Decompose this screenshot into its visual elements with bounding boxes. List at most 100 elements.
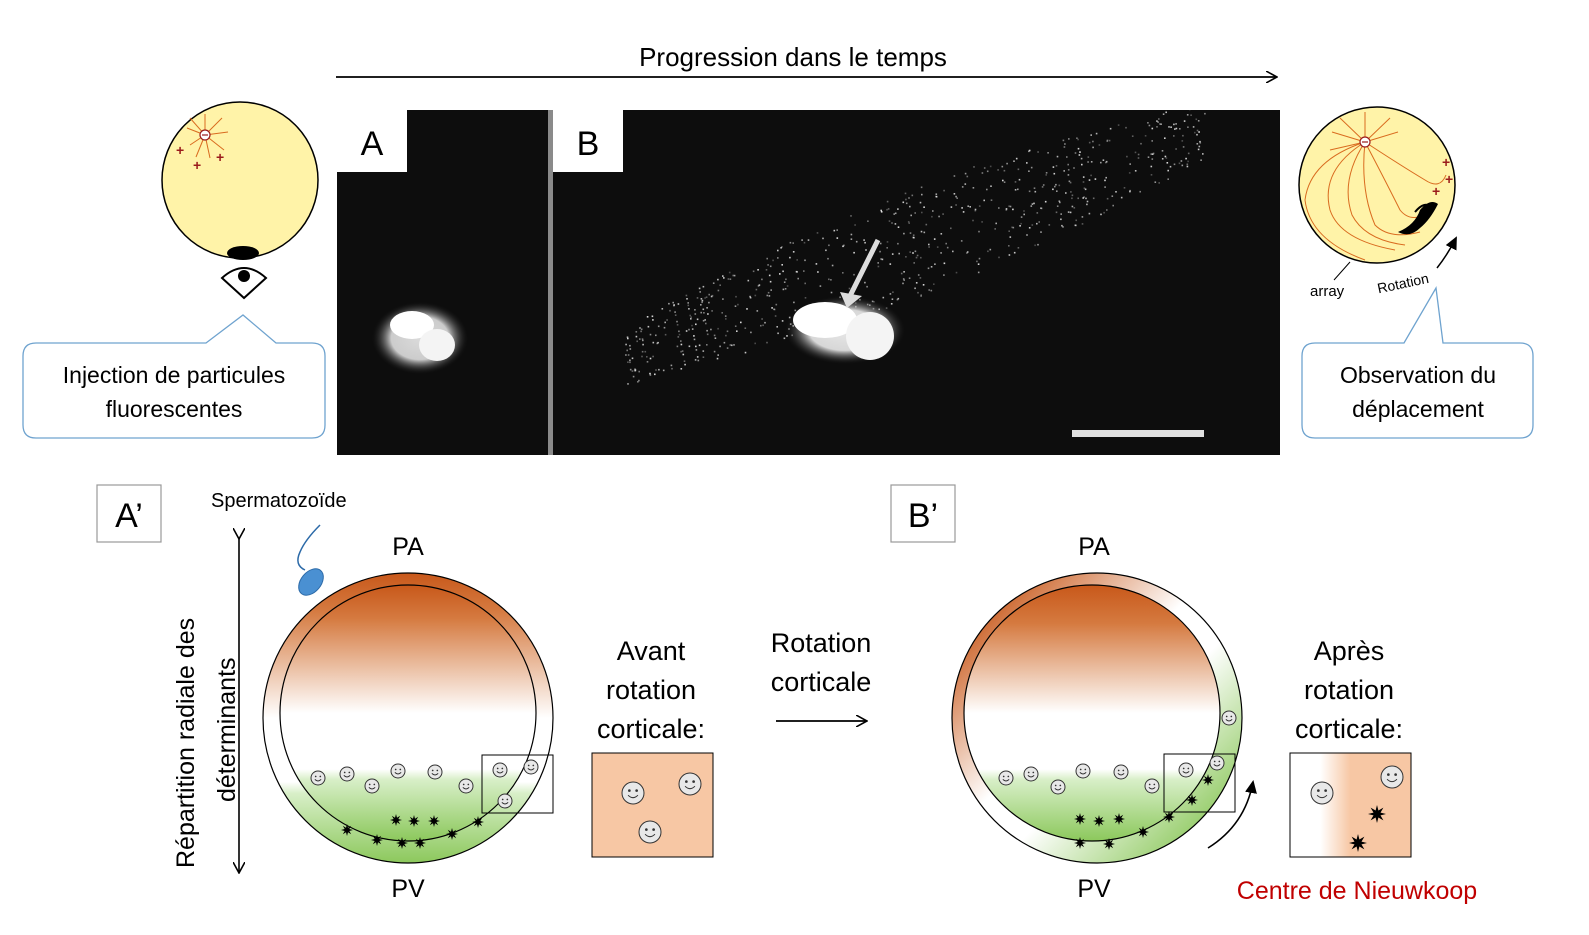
- smiley-icon: [427, 764, 443, 780]
- star-icon: [1074, 837, 1086, 849]
- svg-text:+: +: [1432, 183, 1440, 199]
- left-egg-schematic: + + +: [161, 101, 319, 300]
- smiley-icon: [310, 770, 326, 786]
- smiley-icon: [998, 770, 1014, 786]
- panel-a-prime: A’ Spermatozoïde Répartition radiale des…: [96, 484, 714, 903]
- star-icon: [1103, 838, 1115, 850]
- vertical-label-line1: Répartition radiale des: [172, 618, 200, 868]
- egg-outline: [161, 101, 319, 259]
- caption-b-line3: corticale:: [1295, 714, 1403, 744]
- smiley-icon: [1113, 764, 1129, 780]
- right-callout-line1: Observation du: [1340, 362, 1496, 388]
- smiley-icon: [1178, 762, 1194, 778]
- star-icon: [1202, 774, 1214, 786]
- star-icon: [390, 814, 402, 826]
- smiley-icon: [390, 763, 406, 779]
- zoom-box-a: [481, 754, 554, 814]
- left-callout: Injection de particules fluorescentes: [22, 314, 326, 439]
- middle-line1: Rotation: [771, 628, 872, 658]
- star-icon: [1368, 805, 1386, 823]
- svg-text:+: +: [176, 142, 184, 158]
- timeline-label: Progression dans le temps: [639, 42, 947, 72]
- panel-label-a-prime: A’: [115, 497, 143, 535]
- caption-b-line2: rotation: [1304, 675, 1394, 705]
- star-icon: [1186, 794, 1198, 806]
- fluorescent-streak-b: [625, 110, 1206, 437]
- svg-text:+: +: [1445, 171, 1453, 187]
- label-array: array: [1310, 283, 1345, 300]
- smiley-icon: [1310, 781, 1334, 805]
- eye-icon: [220, 267, 268, 300]
- caption-a-line1: Avant: [617, 636, 686, 666]
- zoom-box-b: [1163, 753, 1236, 813]
- middle-line2: corticale: [771, 667, 872, 697]
- smiley-icon: [621, 781, 645, 805]
- smiley-icon: [492, 762, 508, 778]
- rotation-direction-arrow-icon: [1207, 780, 1257, 849]
- smiley-icon: [1023, 766, 1039, 782]
- star-icon: [414, 837, 426, 849]
- smiley-icon: [497, 793, 513, 809]
- star-icon: [446, 828, 458, 840]
- star-icon: [428, 815, 440, 827]
- caption-a-line2: rotation: [606, 675, 696, 705]
- caption-a-line3: corticale:: [597, 714, 705, 744]
- smiley-icon: [638, 820, 662, 844]
- caption-b-line1: Après: [1314, 636, 1385, 666]
- smiley-icon: [364, 778, 380, 794]
- star-icon: [1093, 815, 1105, 827]
- sperm-icon: [297, 524, 324, 596]
- star-icon: [1113, 813, 1125, 825]
- left-callout-line2: fluorescentes: [106, 396, 243, 422]
- star-icon: [1074, 813, 1086, 825]
- rotation-arrow-icon: [1436, 236, 1457, 269]
- scale-bar: [1072, 430, 1204, 437]
- microtubule-array: [1304, 112, 1447, 261]
- svg-text:+: +: [1442, 154, 1450, 170]
- vertical-label-line2: déterminants: [213, 657, 241, 802]
- timeline: Progression dans le temps: [336, 42, 1276, 77]
- right-callout: Observation du déplacement: [1301, 286, 1534, 439]
- smiley-icon: [1075, 763, 1091, 779]
- panel-label-a: A: [361, 125, 384, 163]
- svg-text:+: +: [193, 157, 201, 173]
- particle-trail: [1398, 202, 1438, 235]
- panel-label-b-prime: B’: [908, 497, 938, 535]
- panel-b-prime: B’ PA PV Après rotation corticale: Centr…: [890, 484, 1477, 905]
- smiley-icon: [1209, 755, 1225, 771]
- star-icon: [396, 837, 408, 849]
- star-icon: [1163, 811, 1175, 823]
- smiley-icon: [1380, 765, 1404, 789]
- micrograph-arrow-icon: [847, 238, 881, 298]
- micrograph-divider: [548, 110, 553, 455]
- star-icon: [1349, 834, 1367, 852]
- nieuwkoop-label: Centre de Nieuwkoop: [1237, 877, 1477, 905]
- star-icon: [408, 815, 420, 827]
- star-icon: [371, 834, 383, 846]
- smiley-icon: [339, 766, 355, 782]
- pole-pv-a: PV: [391, 875, 425, 903]
- sperm-label: Spermatozoïde: [211, 490, 347, 512]
- panel-label-b: B: [577, 125, 600, 163]
- smiley-icon: [1221, 710, 1237, 726]
- particle-deposit: [227, 246, 259, 260]
- smiley-icon: [1144, 778, 1160, 794]
- pole-pv-b: PV: [1077, 875, 1111, 903]
- svg-text:+: +: [216, 149, 224, 165]
- right-egg-schematic: + + + array Rotation: [1298, 106, 1457, 300]
- smiley-icon: [458, 778, 474, 794]
- right-callout-line2: déplacement: [1352, 396, 1484, 422]
- pole-pa-a: PA: [392, 533, 424, 561]
- smiley-icon: [678, 772, 702, 796]
- smiley-icon: [1050, 779, 1066, 795]
- label-rotation: Rotation: [1376, 270, 1430, 296]
- smiley-icon: [523, 759, 539, 775]
- star-icon: [341, 824, 353, 836]
- star-icon: [1137, 826, 1149, 838]
- inset-a: [591, 752, 714, 858]
- micrograph-background: [337, 110, 1280, 455]
- pole-pa-b: PA: [1078, 533, 1110, 561]
- left-callout-line1: Injection de particules: [63, 362, 285, 388]
- egg-b-cytoplasm: [963, 584, 1221, 842]
